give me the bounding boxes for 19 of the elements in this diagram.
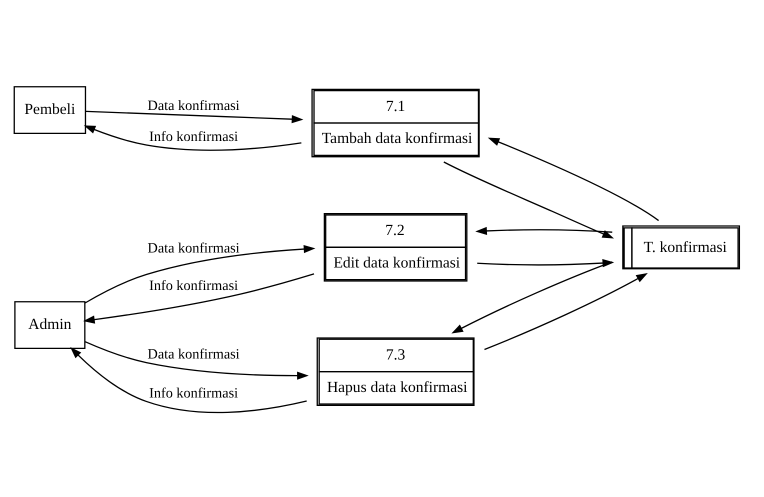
edge-label: Data konfirmasi [148, 346, 240, 362]
arrow [475, 226, 612, 235]
node-box: Admin [14, 301, 86, 349]
arrow [83, 273, 314, 324]
edge-label: Data konfirmasi [148, 98, 240, 114]
arrow [488, 138, 659, 222]
arrow [84, 341, 309, 380]
arrow [84, 245, 316, 304]
node-box: Pembeli [14, 86, 86, 134]
arrow [484, 273, 648, 350]
edge-label: Info konfirmasi [149, 278, 238, 294]
edge-label: Info konfirmasi [149, 128, 238, 145]
arrow [451, 261, 612, 334]
arrow [86, 110, 304, 124]
edge-label: Info konfirmasi [149, 385, 238, 402]
arrow [84, 125, 302, 151]
arrow [444, 161, 614, 238]
edge-label: Data konfirmasi [148, 240, 240, 256]
arrow [70, 347, 307, 414]
